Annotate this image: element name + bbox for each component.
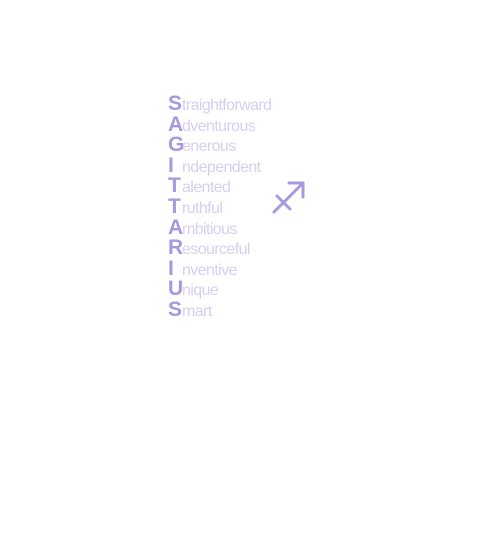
- sagittarius-icon: [272, 181, 305, 214]
- acrostic-word-rest: traightforward: [182, 97, 272, 114]
- acrostic-initial-letter: I: [168, 153, 174, 177]
- acrostic-line: Unique: [168, 279, 271, 300]
- acrostic-initial-letter: S: [168, 92, 183, 115]
- acrostic-word-rest: nventive: [182, 261, 237, 279]
- acrostic-word-rest: dventurous: [182, 117, 256, 135]
- acrostic-line: Generous: [168, 133, 271, 157]
- acrostic-word-rest: nique: [182, 282, 219, 300]
- acrostic-initial-letter: U: [168, 277, 184, 301]
- acrostic-word-rest: enerous: [182, 138, 236, 156]
- acrostic-line: Smart: [168, 297, 271, 321]
- acrostic-line: Talented: [168, 176, 271, 197]
- acrostic-word-rest: alented: [182, 179, 231, 197]
- sign-arrow-head: [287, 181, 305, 199]
- acrostic-initial-letter: S: [168, 297, 183, 321]
- acrostic-word-rest: mbitious: [182, 220, 237, 238]
- acrostic-initial-letter: G: [168, 133, 185, 157]
- acrostic-initial-letter: I: [168, 256, 174, 280]
- acrostic-word-rest: mart: [182, 302, 212, 320]
- acrostic-line: Ambitious: [168, 215, 271, 239]
- acrostic-line: Adventurous: [168, 112, 271, 136]
- acrostic-word-rest: ruthful: [182, 199, 223, 217]
- sign-crossbar: [275, 194, 292, 211]
- acrostic-initial-letter: A: [168, 215, 184, 239]
- acrostic-word-rest: esourceful: [182, 241, 250, 259]
- acrostic-initial-letter: T: [168, 174, 181, 198]
- sign-arrow-shaft: [272, 181, 305, 214]
- acrostic-initial-letter: A: [168, 112, 184, 136]
- acrostic-word-rest: ndependent: [182, 158, 261, 176]
- acrostic-initial-letter: R: [168, 236, 184, 260]
- acrostic-line: Truthful: [168, 194, 271, 218]
- acrostic-line: Straightforward: [168, 92, 272, 115]
- acrostic-line: Resourceful: [168, 236, 271, 260]
- acrostic-initial-letter: T: [168, 194, 181, 218]
